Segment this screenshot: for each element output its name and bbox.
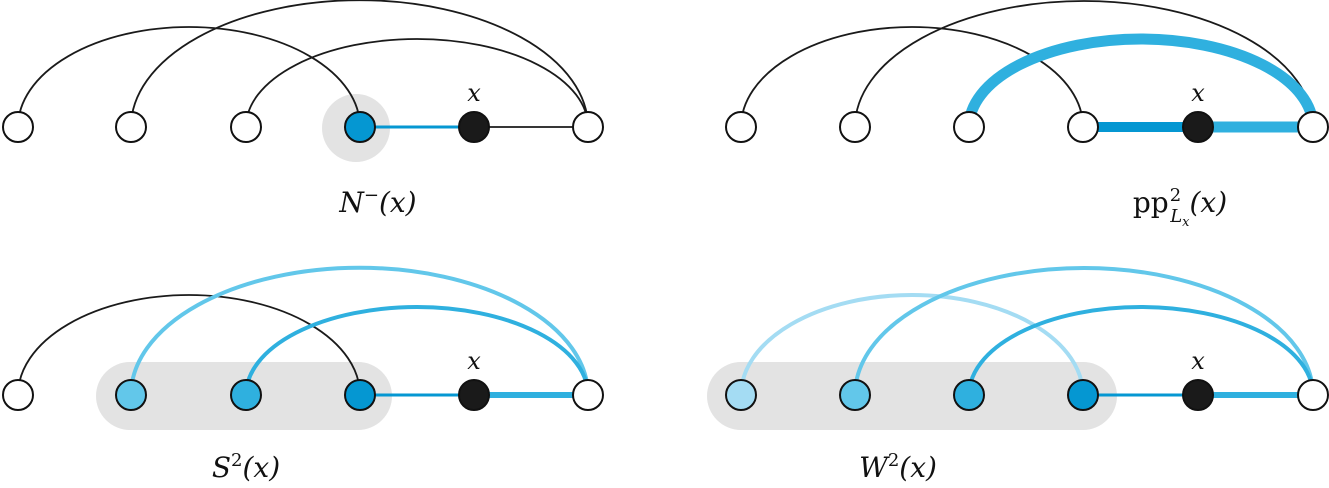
vertex	[1067, 111, 1099, 143]
highlighted-arc	[129, 265, 590, 396]
caption-sup: −	[364, 185, 379, 206]
caption-arg: (x)	[899, 451, 937, 484]
vertex	[115, 111, 147, 143]
highlighted-arc	[853, 266, 1315, 396]
highlighted-arc	[739, 293, 1085, 396]
arc-edge	[17, 26, 361, 128]
vertex	[230, 111, 262, 143]
vertex-label-x: x	[467, 347, 481, 375]
caption-subsub: x	[1182, 215, 1190, 230]
vertex-x	[1182, 111, 1214, 143]
vertex-x	[458, 379, 490, 411]
caption-main: pp	[1133, 186, 1169, 219]
vertex	[1297, 111, 1329, 143]
caption-s2: S2(x)	[212, 450, 280, 484]
vertex	[344, 111, 376, 143]
vertex	[839, 379, 871, 411]
arc-edge	[130, 0, 589, 128]
caption-main: N	[338, 186, 365, 219]
arc-edge	[854, 0, 1314, 128]
vertex	[230, 379, 262, 411]
caption-sup: 2	[1170, 185, 1181, 206]
arc-edge	[17, 294, 361, 396]
highlighted-arc	[963, 33, 1319, 128]
caption-main: W	[859, 451, 890, 484]
caption-n-minus: N−(x)	[338, 185, 416, 219]
panel-n-minus: x N−(x)	[2, 0, 604, 219]
vertex-label-x: x	[1191, 347, 1205, 375]
vertex-x	[1182, 379, 1214, 411]
vertex-label-x: x	[467, 79, 481, 107]
arc-edge	[245, 38, 589, 128]
caption-w2: W2(x)	[859, 450, 937, 484]
caption-arg: (x)	[1189, 186, 1227, 219]
vertex	[115, 379, 147, 411]
highlighted-arc	[244, 305, 590, 396]
arc-edge	[740, 26, 1084, 128]
caption-sup: 2	[888, 450, 899, 471]
vertex	[344, 379, 376, 411]
caption-arg: (x)	[243, 451, 281, 484]
vertex	[572, 111, 604, 143]
vertex	[839, 111, 871, 143]
vertex	[2, 111, 34, 143]
vertex	[725, 111, 757, 143]
vertex	[572, 379, 604, 411]
vertex	[725, 379, 757, 411]
panel-s2: x S2(x)	[2, 265, 604, 484]
vertex	[2, 379, 34, 411]
highlighted-arc	[967, 305, 1315, 396]
highlight-region	[707, 362, 1117, 430]
panel-w2: x W2(x)	[707, 266, 1329, 484]
vertex	[953, 379, 985, 411]
vertex-x	[458, 111, 490, 143]
caption-sup: 2	[231, 450, 242, 471]
caption-main: S	[212, 451, 231, 484]
vertex	[953, 111, 985, 143]
vertex	[1297, 379, 1329, 411]
vertex	[1067, 379, 1099, 411]
vertex-label-x: x	[1191, 79, 1205, 107]
caption-sub: L	[1169, 206, 1182, 227]
caption-arg: (x)	[379, 186, 417, 219]
